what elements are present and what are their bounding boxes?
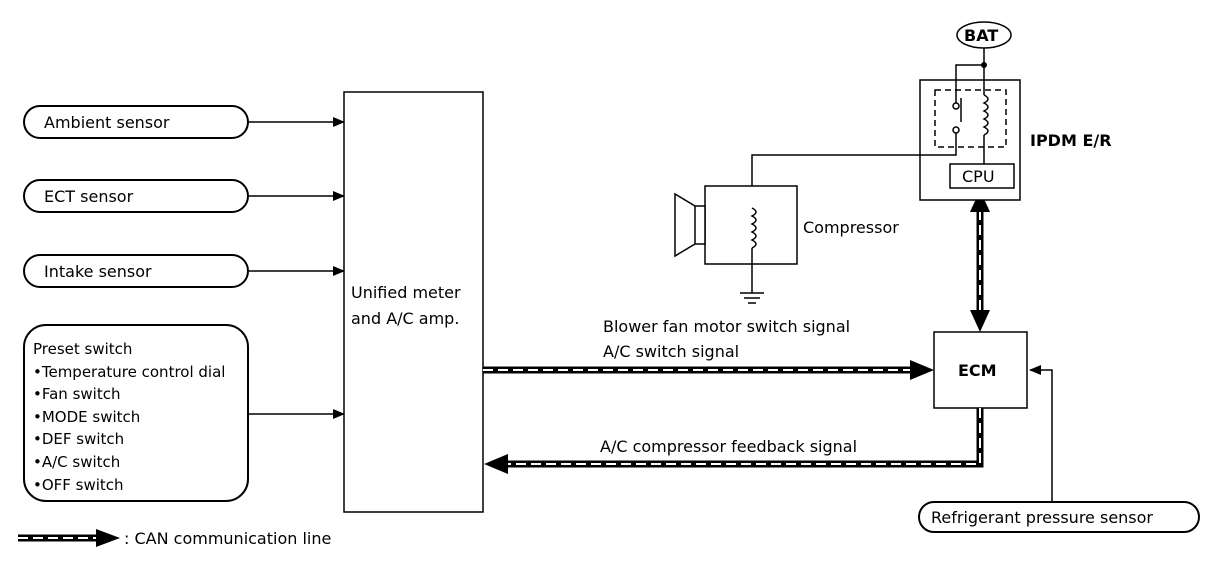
preset-item-ac: •A/C switch [33,453,120,471]
preset-switch-box: Preset switch •Temperature control dial … [23,324,249,502]
ecm-box: ECM [933,331,1028,409]
preset-item-fan: •Fan switch [33,385,120,403]
cpu-box: CPU [949,163,1015,189]
can-line-ecm-to-amp [484,408,984,474]
ground-icon [740,292,764,304]
compressor [674,185,798,304]
signal-feedback-label: A/C compressor feedback signal [600,437,857,456]
preset-item-mode: •MODE switch [33,408,140,426]
signal-ac-switch-label: A/C switch signal [603,342,739,361]
refrigerant-sensor-label: Refrigerant pressure sensor [931,508,1153,527]
battery: BAT [956,21,1012,68]
relay-switch-icon [751,64,984,208]
ecm-label: ECM [958,361,997,380]
compressor-label: Compressor [803,218,899,237]
refrigerant-pressure-sensor: Refrigerant pressure sensor [918,501,1200,533]
relay-dashed-box [934,89,1007,148]
refrigerant-arrow [1029,365,1053,502]
preset-item-temperature: •Temperature control dial [33,363,225,381]
preset-item-off: •OFF switch [33,476,124,494]
legend-label: : CAN communication line [124,529,331,548]
can-line-amp-to-ecm [483,360,934,380]
battery-label: BAT [964,26,998,45]
cpu-label: CPU [962,167,995,186]
ambient-sensor: Ambient sensor [23,105,249,139]
relay-coil-icon [982,94,989,136]
amp-label-line2: and A/C amp. [351,309,459,328]
intake-sensor: Intake sensor [23,254,249,288]
can-line-ecm-ipdm [970,190,990,332]
ambient-sensor-label: Ambient sensor [44,113,170,132]
legend-arrow-icon [96,529,120,547]
preset-item-def: •DEF switch [33,430,124,448]
unified-meter-ac-amp: Unified meter and A/C amp. [343,91,484,513]
intake-sensor-label: Intake sensor [44,262,152,281]
preset-switch-title: Preset switch [33,340,132,358]
compressor-pulley-icon [674,192,696,258]
amp-label-line1: Unified meter [351,283,461,302]
ect-sensor-label: ECT sensor [44,187,134,206]
signal-blower-label: Blower fan motor switch signal [603,317,850,336]
ipdm-label: IPDM E/R [1030,131,1112,150]
compressor-clutch-coil-icon [750,207,757,249]
ect-sensor: ECT sensor [23,179,249,213]
legend: : CAN communication line [18,529,331,548]
ipdm-box: CPU [751,64,1021,208]
